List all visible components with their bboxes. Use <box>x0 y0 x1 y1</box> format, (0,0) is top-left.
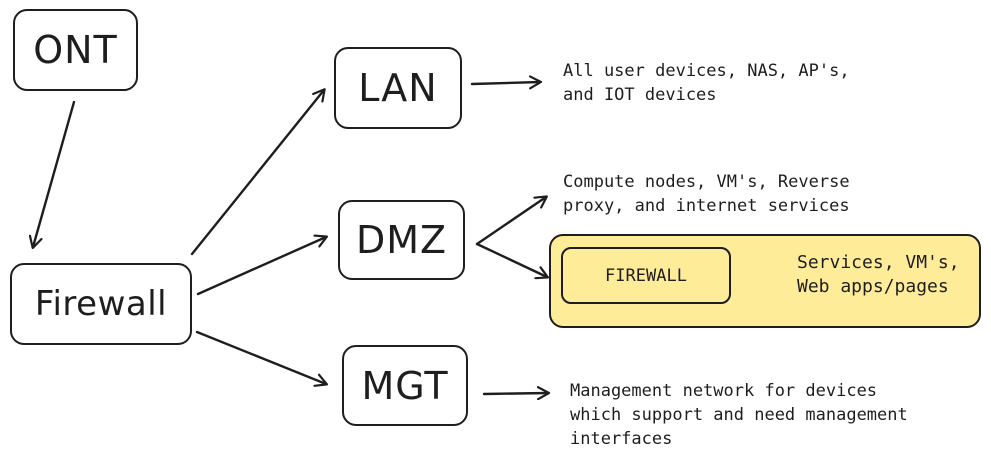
arrow-firewall-to-mgt <box>195 330 326 384</box>
lan-node: LAN <box>334 47 462 129</box>
mgt-label: MGT <box>361 363 449 408</box>
arrow-firewall-to-dmz <box>196 237 326 296</box>
services-description: Services, VM's, Web apps/pages <box>797 252 960 297</box>
ont-label: ONT <box>33 28 118 72</box>
arrow-lan-to-note <box>470 82 540 84</box>
dmz-description: Compute nodes, VM's, Reverse proxy, and … <box>563 172 850 216</box>
mgt-description: Management network for devices which sup… <box>570 381 908 449</box>
dmz-label: DMZ <box>355 218 448 262</box>
lan-description: All user devices, NAS, AP's, and IOT dev… <box>563 61 850 105</box>
arrow-firewall-to-lan <box>190 90 324 256</box>
ont-node: ONT <box>13 9 138 91</box>
firewall-label: Firewall <box>34 284 168 324</box>
inner-firewall-node: FIREWALL <box>561 247 731 304</box>
arrow-dmz-to-firewall-zone <box>475 242 547 277</box>
lan-label: LAN <box>358 66 438 110</box>
dmz-node: DMZ <box>338 200 465 280</box>
firewall-node: Firewall <box>10 263 192 345</box>
arrow-ont-to-firewall <box>33 100 76 247</box>
arrow-dmz-to-note <box>475 197 546 246</box>
inner-firewall-label: FIREWALL <box>605 265 687 286</box>
mgt-node: MGT <box>342 345 468 426</box>
arrow-mgt-to-note <box>482 393 548 394</box>
